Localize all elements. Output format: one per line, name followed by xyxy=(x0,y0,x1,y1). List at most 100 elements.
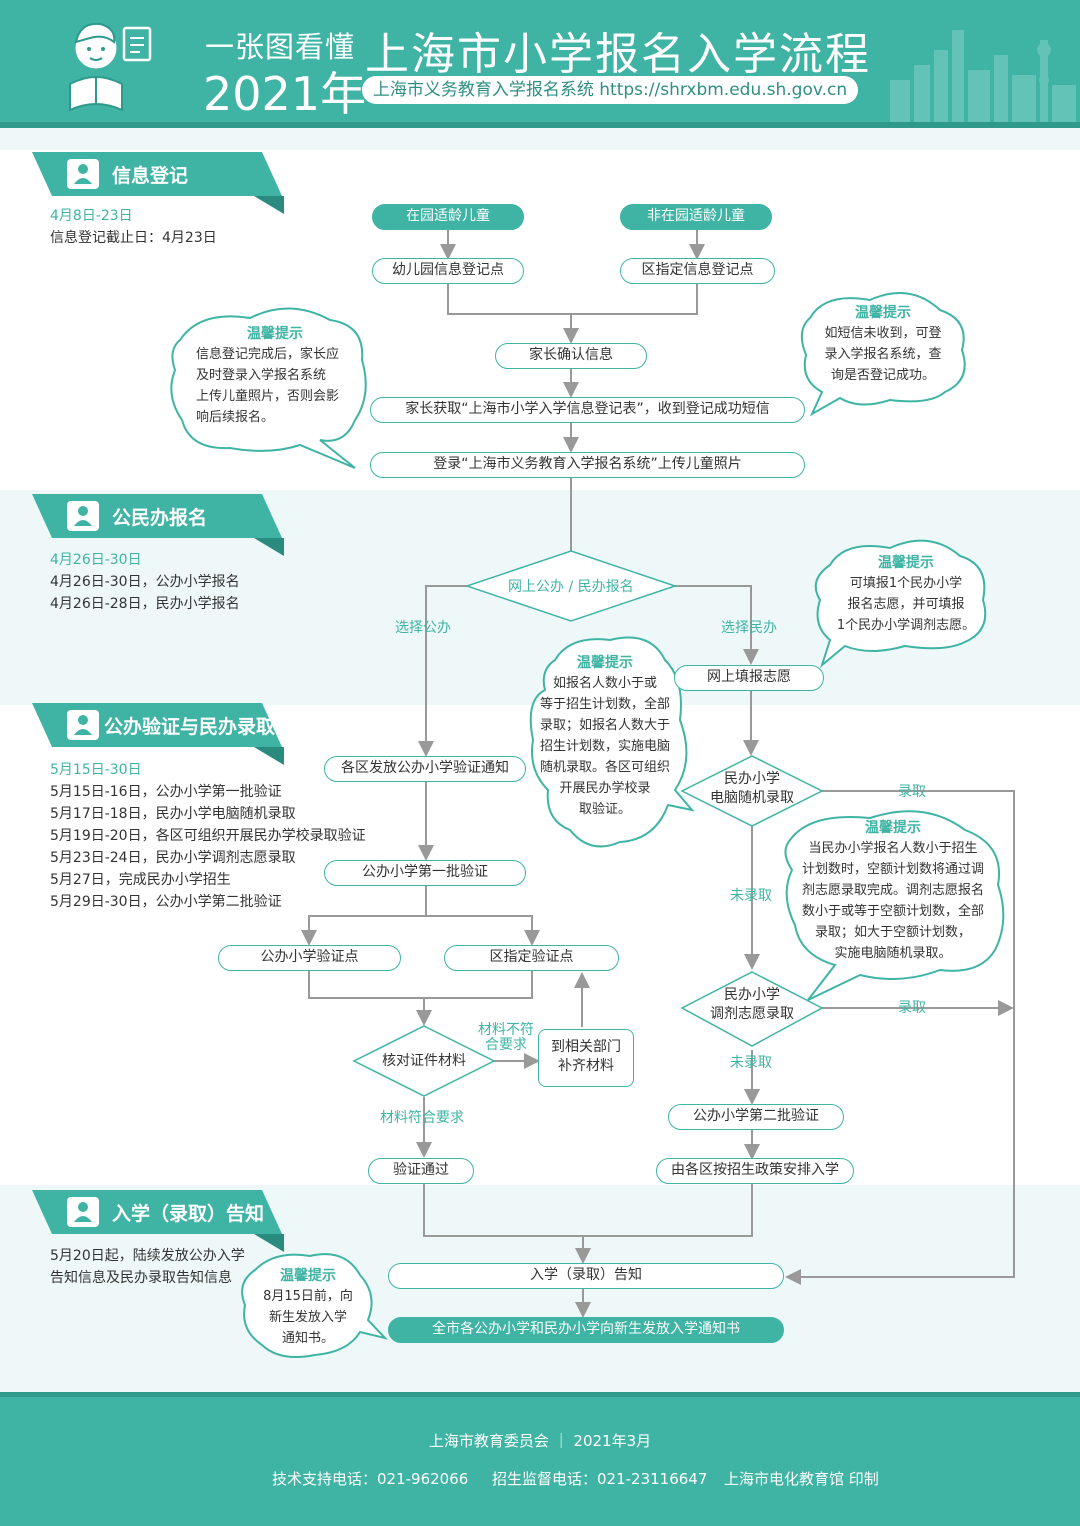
label-line: 合要求 xyxy=(485,1037,527,1053)
tip-line: 响后续报名。 xyxy=(196,410,275,425)
flow-notify: 入学（录取）告知 xyxy=(388,1263,784,1289)
section-tab-application: 公民办报名 xyxy=(32,494,284,556)
section-line: 告知信息及民办录取告知信息 xyxy=(50,1270,232,1286)
flow-district-point: 区指定信息登记点 xyxy=(620,258,775,284)
flow-arrange: 由各区按招生政策安排入学 xyxy=(656,1158,854,1184)
tip-line: 数小于或等于空额计划数，全部 xyxy=(801,904,984,919)
flow-verify-point: 公办小学验证点 xyxy=(218,945,401,971)
section-title: 信息登记 xyxy=(112,165,189,187)
flow-district-verify: 区指定验证点 xyxy=(444,945,619,971)
header-year: 2021年 xyxy=(203,67,367,121)
flow-notice: 各区发放公办小学验证通知 xyxy=(324,756,526,782)
footer-tech-phone: 技术支持电话：021-962066 xyxy=(272,1470,469,1488)
section-dates-verification: 5月15日-30日 5月15日-16日，公办小学第一批验证 5月17日-18日，… xyxy=(50,759,366,913)
label-not-admitted: 未录取 xyxy=(730,888,772,904)
band xyxy=(0,128,1080,150)
section-line: 5月27日，完成民办小学招生 xyxy=(50,872,231,888)
decision-diamond xyxy=(680,971,824,1047)
section-line: 5月20日起，陆续发放公办入学 xyxy=(50,1248,245,1264)
footer xyxy=(0,1392,1080,1526)
tip-cloud xyxy=(814,539,987,668)
tip-cloud xyxy=(784,810,1005,1001)
flow-send-notice: 全市各公办小学和民办小学向新生发放入学通知书 xyxy=(388,1317,784,1343)
flow-not-in-kindergarten: 非在园适龄儿童 xyxy=(620,204,772,230)
flow-in-kindergarten: 在园适龄儿童 xyxy=(372,204,524,230)
tip-line: 剂志愿录取完成。调剂志愿报名 xyxy=(801,883,984,898)
flow-check-docs: 核对证件材料 xyxy=(382,1053,466,1069)
label-choose-private: 选择民办 xyxy=(721,620,777,636)
section-date: 5月15日-30日 xyxy=(50,762,142,778)
section-title: 入学（录取）告知 xyxy=(112,1203,265,1225)
section-tab-verification: 公办验证与民办录取 xyxy=(32,703,284,765)
tip-line: 招生计划数，实施电脑 xyxy=(539,739,670,754)
person-icon xyxy=(67,501,99,531)
label-line: 材料不符 xyxy=(478,1022,534,1038)
section-line: 5月15日-16日，公办小学第一批验证 xyxy=(50,784,282,800)
section-dates-registration: 4月8日-23日 信息登记截止日：4月23日 xyxy=(50,205,217,249)
tip-title: 温馨提示 xyxy=(280,1268,336,1284)
system-url[interactable]: 上海市义务教育入学报名系统 https://shrxbm.edu.sh.gov.… xyxy=(362,76,858,104)
tip-title: 温馨提示 xyxy=(577,655,633,671)
diamond-line: 调剂志愿录取 xyxy=(710,1006,794,1022)
tip-body: 信息登记完成后，家长应 及时登录入学报名系统 上传儿童照片，否则会影 响后续报名… xyxy=(190,344,360,428)
tip-notice-date: 温馨提示 8月15日前，向 新生发放入学 通知书。 xyxy=(252,1266,364,1349)
diamond-line: 电脑随机录取 xyxy=(710,790,794,806)
section-line: 5月19日-20日，各区可组织开展民办学校录取验证 xyxy=(50,828,366,844)
decision-diamond xyxy=(352,1025,496,1097)
tip-body: 8月15日前，向 新生发放入学 通知书。 xyxy=(252,1286,364,1349)
flow-second-verify: 公办小学第二批验证 xyxy=(668,1104,844,1130)
tip-line: 如报名人数小于或 xyxy=(552,676,657,691)
tip-body: 如短信未收到，可登 录入学报名系统，查 询是否登记成功。 xyxy=(808,323,958,386)
tip-line: 可填报1个民办小学 xyxy=(849,576,963,591)
tip-private-wish: 温馨提示 可填报1个民办小学 报名志愿，并可填报 1个民办小学调剂志愿。 xyxy=(826,553,986,636)
section-line: 4月26日-28日，民办小学报名 xyxy=(50,596,240,612)
footer-divider xyxy=(0,1392,1080,1397)
tip-line: 信息登记完成后，家长应 xyxy=(196,347,340,362)
diamond-line: 民办小学 xyxy=(724,987,780,1003)
person-icon xyxy=(67,710,99,740)
tip-title: 温馨提示 xyxy=(855,305,911,321)
footer-printer: 上海市电化教育馆 印制 xyxy=(724,1470,879,1488)
label-not-admitted: 未录取 xyxy=(730,1055,772,1071)
city-skyline-icon xyxy=(890,30,1076,124)
section-line: 5月23日-24日，民办小学调剂志愿录取 xyxy=(50,850,296,866)
flow-kindergarten-point: 幼儿园信息登记点 xyxy=(372,258,524,284)
flow-confirm: 家长确认信息 xyxy=(495,343,647,369)
section-date: 4月8日-23日 xyxy=(50,208,133,224)
flow-supplement: 到相关部门 补齐材料 xyxy=(538,1029,634,1087)
tip-body: 如报名人数小于或 等于招生计划数，全部 录取；如报名人数大于 招生计划数，实施电… xyxy=(530,673,680,820)
tip-line: 实施电脑随机录取。 xyxy=(834,946,952,961)
page-title: 上海市小学报名入学流程 xyxy=(365,29,871,80)
tip-upload-photo: 温馨提示 信息登记完成后，家长应 及时登录入学报名系统 上传儿童照片，否则会影 … xyxy=(190,324,360,428)
flow-online-choice: 网上公办 / 民办报名 xyxy=(508,579,634,595)
tip-line: 如短信未收到，可登 xyxy=(824,326,942,341)
label-ok: 材料符合要求 xyxy=(380,1110,464,1126)
decision-diamond xyxy=(464,550,678,622)
tip-line: 8月15日前，向 xyxy=(263,1289,353,1304)
section-tab-registration: 信息登记 xyxy=(32,152,284,214)
tip-line: 新生发放入学 xyxy=(268,1310,347,1325)
tip-line: 随机录取。各区可组织 xyxy=(539,760,670,775)
flow-adjust: 民办小学 调剂志愿录取 xyxy=(700,986,804,1024)
section-date: 4月26日-30日 xyxy=(50,552,142,568)
label-admitted: 录取 xyxy=(898,1000,926,1016)
tip-line: 当民办小学报名人数小于招生 xyxy=(808,841,978,856)
label-admitted: 录取 xyxy=(898,784,926,800)
tip-sms: 温馨提示 如短信未收到，可登 录入学报名系统，查 询是否登记成功。 xyxy=(808,303,958,386)
tip-title: 温馨提示 xyxy=(247,326,303,342)
flow-private-random: 民办小学 电脑随机录取 xyxy=(700,770,804,808)
section-line: 5月17日-18日，民办小学电脑随机录取 xyxy=(50,806,296,822)
tip-cloud xyxy=(800,292,966,417)
section-dates-notification: 5月20日起，陆续发放公办入学 告知信息及民办录取告知信息 xyxy=(50,1245,245,1289)
tip-line: 开展民办学校录 xyxy=(559,781,651,796)
tip-line: 取验证。 xyxy=(578,802,631,817)
student-reading-icon xyxy=(69,22,152,112)
header-divider xyxy=(0,122,1080,128)
tip-line: 1个民办小学调剂志愿。 xyxy=(836,618,976,633)
flow-passed: 验证通过 xyxy=(368,1158,474,1184)
flow-fill-wish: 网上填报志愿 xyxy=(674,665,824,691)
flow-login: 登录“上海市义务教育入学报名系统”上传儿童照片 xyxy=(370,452,805,478)
section-line: 信息登记截止日：4月23日 xyxy=(50,230,217,246)
tip-adjust-admission: 温馨提示 当民办小学报名人数小于招生 计划数时，空额计划数将通过调 剂志愿录取完… xyxy=(790,818,996,964)
